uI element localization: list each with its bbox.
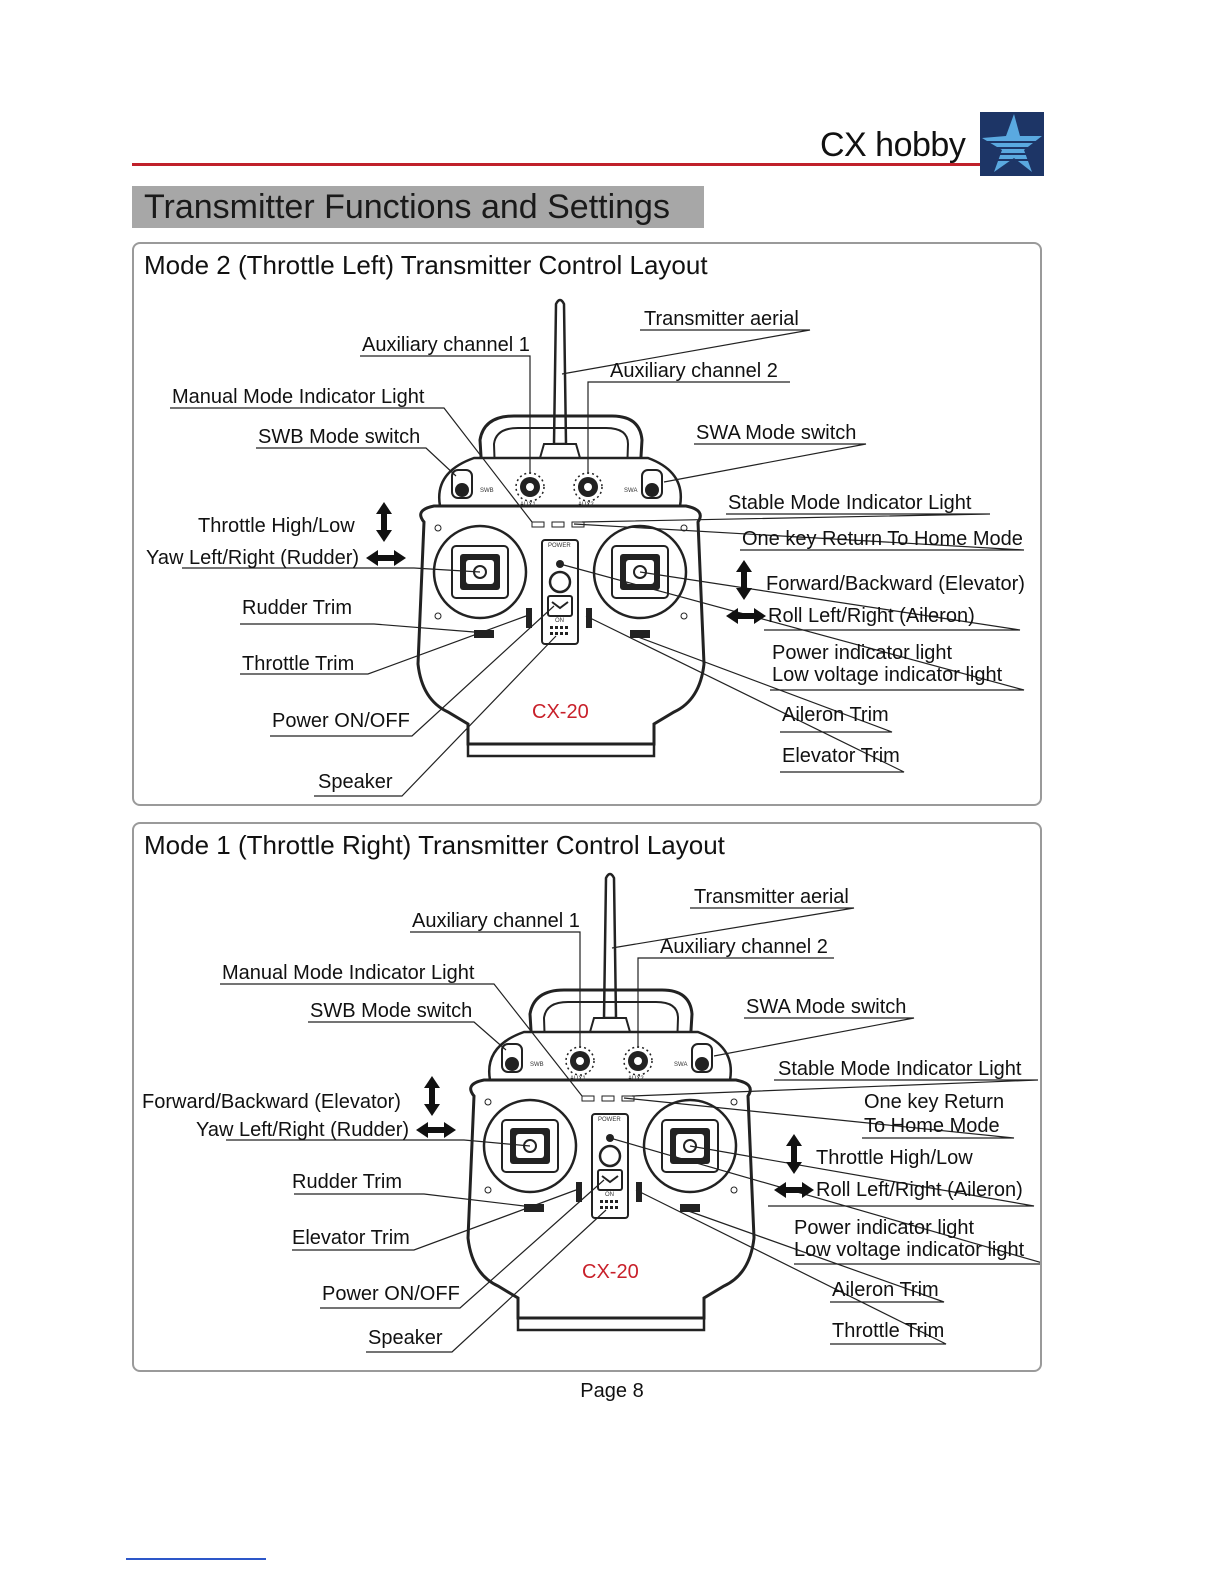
throttle-label: Throttle High/Low xyxy=(816,1147,973,1169)
low-voltage-label: Low voltage indicator light xyxy=(794,1239,1025,1261)
aileron-label: Roll Left/Right (Aileron) xyxy=(816,1179,1023,1201)
aerial-label: Transmitter aerial xyxy=(694,886,849,908)
header-rule xyxy=(132,163,982,166)
manual-light-label: Manual Mode Indicator Light xyxy=(172,386,425,408)
power-device-label: POWER xyxy=(598,1117,621,1123)
rth-label: One key Return To Home Mode xyxy=(742,528,1023,550)
swa-label: SWA Mode switch xyxy=(746,996,906,1018)
mode1-diagram: CX-20 SWB SWA AUX1 AUX2 POWER ON xyxy=(142,872,1040,1353)
speaker-label: Speaker xyxy=(318,771,393,793)
page-number: Page 8 xyxy=(580,1380,644,1402)
on-device-label: ON xyxy=(555,618,564,624)
mode2-panel: Mode 2 (Throttle Left) Transmitter Contr… xyxy=(132,242,1042,806)
power-device-label: POWER xyxy=(548,543,571,549)
swa-label: SWA Mode switch xyxy=(696,422,856,444)
model-label: CX-20 xyxy=(582,1261,639,1283)
swb-device-label: SWB xyxy=(480,488,494,494)
leader-lines xyxy=(220,907,1040,1353)
aileron-trim-label: Aileron Trim xyxy=(832,1279,939,1301)
elevator-label: Forward/Backward (Elevator) xyxy=(766,573,1025,595)
rudder-trim-label: Rudder Trim xyxy=(242,597,352,619)
leader-lines xyxy=(170,329,1025,797)
throttle-trim-label: Throttle Trim xyxy=(242,653,354,675)
manual-light-label: Manual Mode Indicator Light xyxy=(222,962,475,984)
aux1-label: Auxiliary channel 1 xyxy=(412,910,580,932)
aileron-label: Roll Left/Right (Aileron) xyxy=(768,605,975,627)
throttle-trim-label: Throttle Trim xyxy=(832,1320,944,1342)
section-title: Transmitter Functions and Settings xyxy=(144,188,670,226)
swa-device-label: SWA xyxy=(624,488,637,494)
low-voltage-label: Low voltage indicator light xyxy=(772,664,1003,686)
rth-label-1: One key Return xyxy=(864,1091,1004,1113)
footer-rule xyxy=(126,1558,266,1560)
swb-label: SWB Mode switch xyxy=(310,1000,472,1022)
swb-label: SWB Mode switch xyxy=(258,426,420,448)
power-light-label: Power indicator light xyxy=(772,642,953,664)
elevator-trim-label: Elevator Trim xyxy=(292,1227,410,1249)
brand-name: CX hobby xyxy=(820,126,966,164)
power-switch-label: Power ON/OFF xyxy=(272,710,410,732)
aux1-device-label: AUX1 xyxy=(570,1076,586,1082)
yaw-label: Yaw Left/Right (Rudder) xyxy=(146,547,359,569)
vertical-arrow-icon xyxy=(786,1134,802,1174)
throttle-label: Throttle High/Low xyxy=(198,515,355,537)
yaw-label: Yaw Left/Right (Rudder) xyxy=(196,1119,409,1141)
stable-light-label: Stable Mode Indicator Light xyxy=(728,492,972,514)
mode1-panel: Mode 1 (Throttle Right) Transmitter Cont… xyxy=(132,822,1042,1372)
swa-device-label: SWA xyxy=(674,1062,687,1068)
vertical-arrow-icon xyxy=(376,502,392,542)
swb-device-label: SWB xyxy=(530,1062,544,1068)
mode2-title: Mode 2 (Throttle Left) Transmitter Contr… xyxy=(144,250,708,280)
model-label: CX-20 xyxy=(532,701,589,723)
elevator-label: Forward/Backward (Elevator) xyxy=(142,1091,401,1113)
aux2-label: Auxiliary channel 2 xyxy=(660,936,828,958)
mode2-diagram: CX-20 SWB SWA AUX1 AUX2 POWER ON xyxy=(146,298,1025,797)
rth-label-2: To Home Mode xyxy=(864,1115,1000,1137)
aileron-trim-label: Aileron Trim xyxy=(782,704,889,726)
rudder-trim-label: Rudder Trim xyxy=(292,1171,402,1193)
aux1-device-label: AUX1 xyxy=(520,502,536,508)
aux2-label: Auxiliary channel 2 xyxy=(610,360,778,382)
horizontal-arrow-icon xyxy=(366,550,406,566)
star-logo-icon xyxy=(980,112,1044,176)
power-light-label: Power indicator light xyxy=(794,1217,975,1239)
aux2-device-label: AUX2 xyxy=(578,502,594,508)
aerial-label: Transmitter aerial xyxy=(644,308,799,330)
elevator-trim-label: Elevator Trim xyxy=(782,745,900,767)
on-device-label: ON xyxy=(605,1192,614,1198)
speaker-label: Speaker xyxy=(368,1327,443,1349)
vertical-arrow-icon xyxy=(736,560,752,600)
horizontal-arrow-icon xyxy=(416,1122,456,1138)
section-banner: Transmitter Functions and Settings xyxy=(132,186,704,228)
aux2-device-label: AUX2 xyxy=(628,1076,644,1082)
stable-light-label: Stable Mode Indicator Light xyxy=(778,1058,1022,1080)
aux1-label: Auxiliary channel 1 xyxy=(362,334,530,356)
mode1-title: Mode 1 (Throttle Right) Transmitter Cont… xyxy=(144,830,725,860)
power-switch-label: Power ON/OFF xyxy=(322,1283,460,1305)
vertical-arrow-icon xyxy=(424,1076,440,1116)
